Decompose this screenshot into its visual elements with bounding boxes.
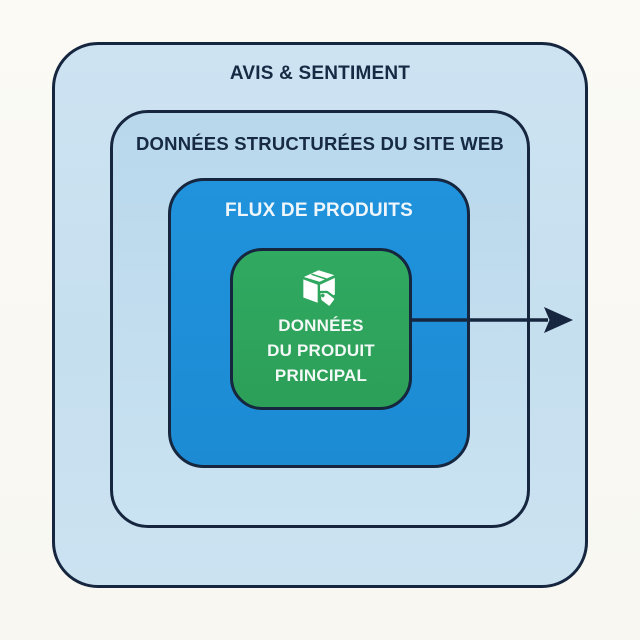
core-label-line-3: PRINCIPAL xyxy=(274,366,368,385)
layer-flux-produits: FLUX DE PRODUITS xyxy=(168,178,470,468)
core-label-line-1: DONNÉES xyxy=(278,316,364,335)
flow-arrow xyxy=(410,307,573,333)
layer-label-avis-sentiment: AVIS & SENTIMENT xyxy=(229,63,411,84)
package-tag-icon xyxy=(233,266,409,309)
layer-label-donnees-structurees: DONNÉES STRUCTURÉES DU SITE WEB xyxy=(135,133,504,154)
core-box: DONNÉES DU PRODUIT PRINCIPAL xyxy=(230,248,412,410)
core-box-label: DONNÉES DU PRODUIT PRINCIPAL xyxy=(233,313,409,388)
core-label-line-2: DU PRODUIT xyxy=(267,341,375,360)
layer-label-flux-produits: FLUX DE PRODUITS xyxy=(225,200,413,221)
